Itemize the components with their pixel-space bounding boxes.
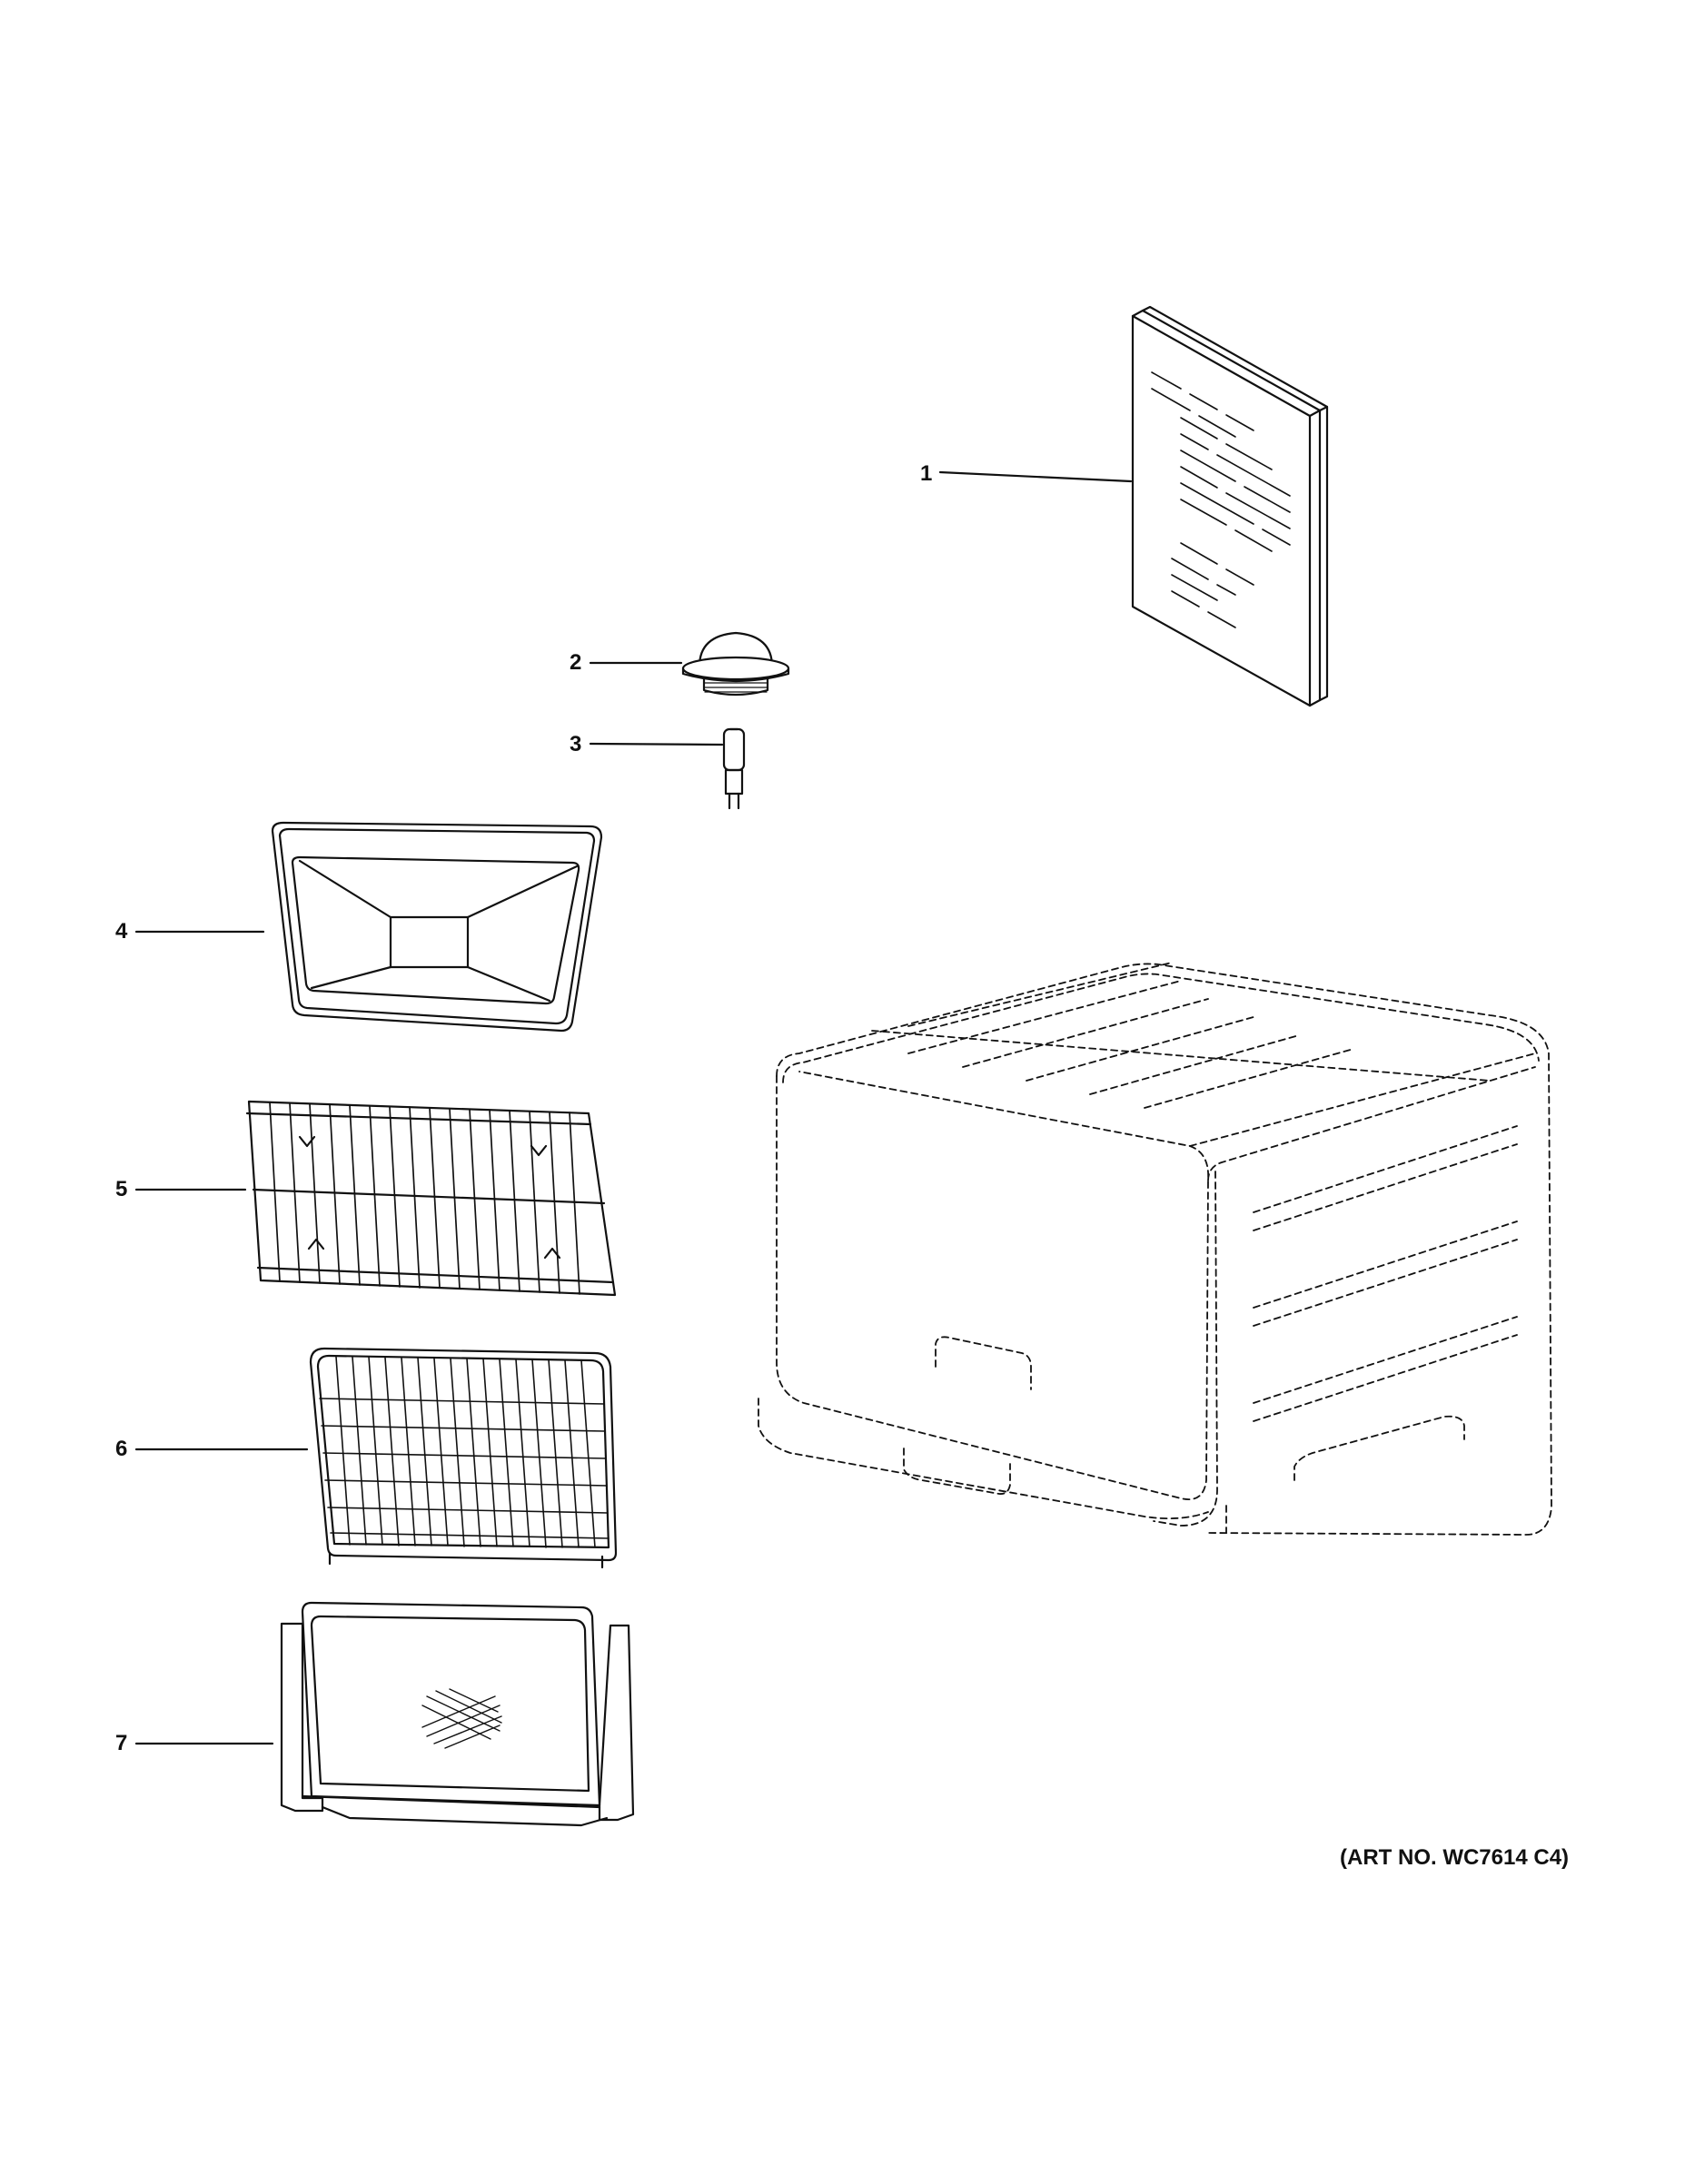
part-7-air-fry-tray[interactable] — [134, 1601, 635, 1827]
callout-4: 4 — [115, 919, 128, 944]
callout-5: 5 — [115, 1177, 128, 1201]
part-5-wire-rack[interactable] — [134, 1100, 617, 1297]
part-2-light-lens[interactable] — [589, 631, 790, 697]
callout-7: 7 — [115, 1731, 128, 1755]
part-6-air-fry-rack[interactable] — [134, 1347, 618, 1569]
oven-body-reference — [758, 962, 1552, 1536]
callout-6: 6 — [115, 1437, 128, 1461]
part-1-manual[interactable] — [938, 305, 1329, 707]
callout-3: 3 — [570, 732, 582, 756]
part-3-bulb[interactable] — [589, 727, 746, 810]
art-number: (ART NO. WC7614 C4) — [1340, 1845, 1570, 1870]
part-4-baking-pan[interactable] — [134, 821, 603, 1033]
callout-1: 1 — [920, 461, 933, 486]
callout-2: 2 — [570, 650, 582, 675]
